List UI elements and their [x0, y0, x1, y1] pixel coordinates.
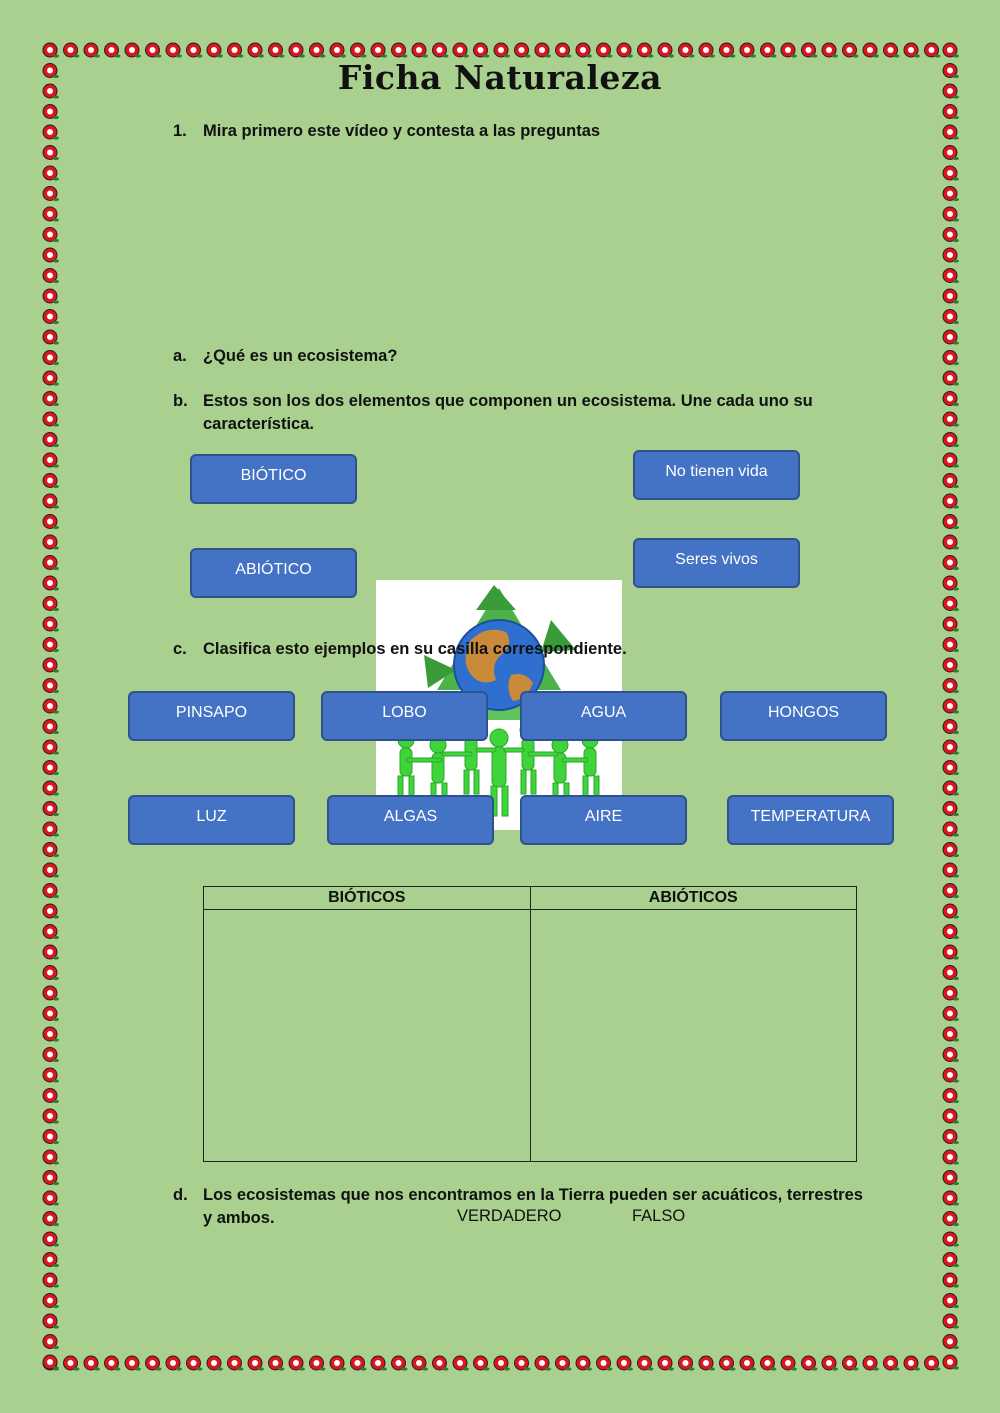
question-d-line2: y ambos. [203, 1209, 275, 1227]
example-chip-hongos[interactable]: HONGOS [720, 691, 887, 741]
question-1-number: 1. [173, 122, 187, 140]
question-a-text: ¿Qué es un ecosistema? [203, 347, 398, 365]
match-chip-no-tienen-vida[interactable]: No tienen vida [633, 450, 800, 500]
question-b-line1: Estos son los dos elementos que componen… [203, 392, 813, 410]
abioticos-drop-zone[interactable] [529, 909, 857, 1162]
flower-border-bottom [40, 1353, 960, 1373]
question-c-text: Clasifica esto ejemplos en su casilla co… [203, 640, 627, 658]
question-d-line1: Los ecosistemas que nos encontramos en l… [203, 1186, 863, 1204]
question-1: 1. Mira primero este vídeo y contesta a … [173, 120, 873, 143]
example-chip-lobo[interactable]: LOBO [321, 691, 488, 741]
question-1-text: Mira primero este vídeo y contesta a las… [203, 122, 601, 140]
false-option[interactable]: FALSO [632, 1207, 686, 1225]
question-d: d. Los ecosistemas que nos encontramos e… [173, 1184, 893, 1230]
question-b-letter: b. [173, 392, 188, 410]
question-c-letter: c. [173, 640, 187, 658]
example-chip-temperatura[interactable]: TEMPERATURA [727, 795, 894, 845]
true-option[interactable]: VERDADERO [457, 1207, 562, 1225]
example-chip-agua[interactable]: AGUA [520, 691, 687, 741]
bioticos-drop-zone[interactable] [203, 909, 531, 1162]
flower-border-left [40, 40, 60, 1373]
flower-border-right [940, 40, 960, 1373]
question-b-line2: característica. [203, 415, 314, 433]
match-chip-abiotico[interactable]: ABIÓTICO [190, 548, 357, 598]
match-chip-seres-vivos[interactable]: Seres vivos [633, 538, 800, 588]
table-drop-row [203, 909, 857, 1162]
question-b: b. Estos son los dos elementos que compo… [173, 390, 873, 436]
table-header-row: BIÓTICOS ABIÓTICOS [203, 886, 857, 910]
example-chip-aire[interactable]: AIRE [520, 795, 687, 845]
example-chip-algas[interactable]: ALGAS [327, 795, 494, 845]
match-chip-biotico[interactable]: BIÓTICO [190, 454, 357, 504]
question-a: a. ¿Qué es un ecosistema? [173, 345, 873, 368]
question-a-letter: a. [173, 347, 187, 365]
table-header-bioticos: BIÓTICOS [203, 886, 531, 910]
table-header-abioticos: ABIÓTICOS [529, 886, 857, 910]
example-chip-pinsapo[interactable]: PINSAPO [128, 691, 295, 741]
classification-table: BIÓTICOS ABIÓTICOS [203, 886, 857, 1162]
question-d-letter: d. [173, 1186, 188, 1204]
question-c: c. Clasifica esto ejemplos en su casilla… [173, 638, 873, 661]
example-chip-luz[interactable]: LUZ [128, 795, 295, 845]
flower-border-top [40, 40, 960, 60]
page-title: Ficha Naturaleza [337, 58, 663, 97]
